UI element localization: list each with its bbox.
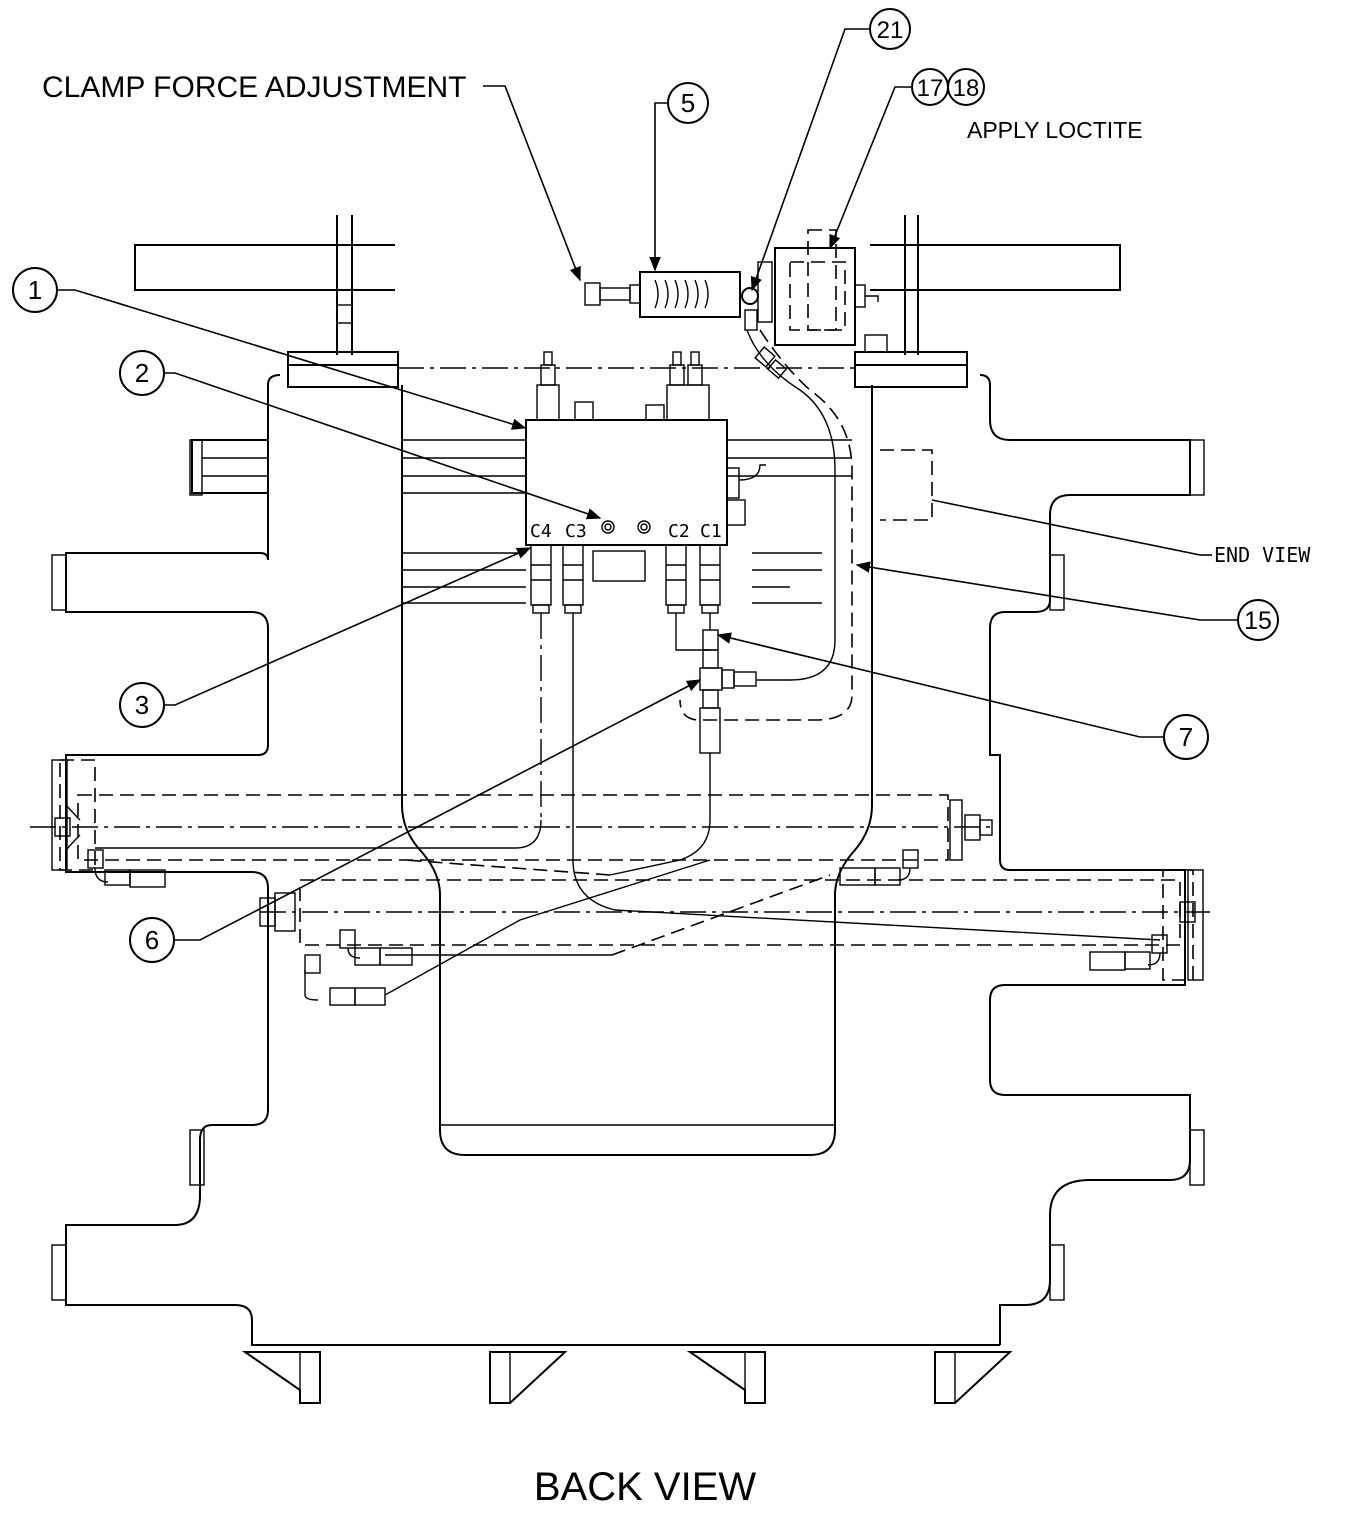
svg-text:1: 1 <box>28 275 42 305</box>
note-clamp-force: CLAMP FORCE ADJUSTMENT <box>42 71 467 104</box>
callout-balloons: 1 2 3 5 6 7 15 17 <box>12 8 1279 963</box>
balloon-7: 7 <box>1163 714 1209 760</box>
lower-cylinder <box>259 869 1215 1006</box>
horizontal-bars <box>191 439 852 604</box>
end-view-bracket <box>880 449 1212 556</box>
tee-fitting <box>699 629 757 754</box>
top-rails <box>134 215 1121 388</box>
balloon-1: 1 <box>12 267 58 313</box>
balloon-5: 5 <box>667 82 709 124</box>
balloon-6: 6 <box>129 917 175 963</box>
balloon-15: 15 <box>1237 599 1279 641</box>
note-apply-loctite: APPLY LOCTITE <box>967 117 1143 143</box>
note-end-view: END VIEW <box>1214 543 1311 567</box>
balloon-18: 18 <box>947 68 985 106</box>
central-tank <box>401 385 873 1156</box>
svg-text:15: 15 <box>1244 607 1272 635</box>
svg-text:5: 5 <box>681 88 695 118</box>
upper-cylinder <box>30 759 993 888</box>
spring-valve-assembly <box>584 261 773 331</box>
manifold-block: C4 C3 C2 C1 <box>525 351 766 614</box>
bottom-feet <box>241 1351 1013 1404</box>
port-label-c4: C4 <box>530 521 552 542</box>
port-label-c2: C2 <box>668 521 690 542</box>
svg-text:6: 6 <box>145 925 159 955</box>
leader-lines <box>58 28 1238 941</box>
view-title: BACK VIEW <box>534 1465 757 1509</box>
svg-text:7: 7 <box>1179 722 1193 752</box>
port-label-c1: C1 <box>700 521 722 542</box>
port-fittings <box>530 544 721 614</box>
frame-outline <box>51 374 1205 1346</box>
port-label-c3: C3 <box>565 521 587 542</box>
reservoir-box <box>774 229 879 346</box>
svg-text:21: 21 <box>877 17 904 44</box>
svg-text:2: 2 <box>135 358 149 388</box>
balloon-2: 2 <box>119 350 165 396</box>
balloon-3: 3 <box>119 682 165 728</box>
svg-text:18: 18 <box>953 75 980 102</box>
balloon-17: 17 <box>911 68 949 106</box>
svg-text:3: 3 <box>135 690 149 720</box>
svg-text:17: 17 <box>917 75 944 102</box>
balloon-21: 21 <box>869 8 911 50</box>
hose-lines <box>95 329 1161 996</box>
